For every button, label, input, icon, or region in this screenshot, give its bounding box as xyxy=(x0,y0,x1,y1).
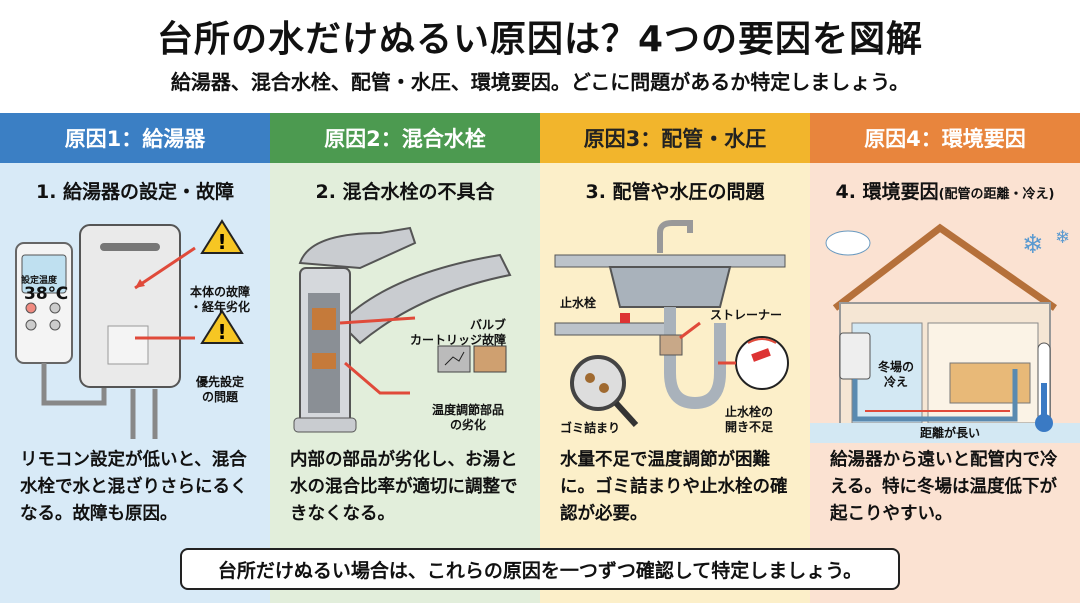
label-valve-not-open: 止水栓の 開き不足 xyxy=(725,405,774,434)
cause-1-header: 原因1：給湯器 xyxy=(0,113,270,163)
label-strainer: ストレーナー xyxy=(710,308,783,322)
water-heater-unit xyxy=(79,224,181,388)
cloud-icon xyxy=(825,230,871,256)
label-priority-setting: 優先設定 の問題 xyxy=(196,375,245,404)
bottom-note: 台所だけぬるい場合は、これらの原因を一つずつ確認して特定しましょう。 xyxy=(180,548,900,590)
cause-4-heading-note: (配管の距離・冷え) xyxy=(938,187,1055,202)
warning-icon xyxy=(200,309,244,344)
cause-4-header: 原因4：環境要因 xyxy=(810,113,1080,163)
faucet-illustration xyxy=(293,226,512,433)
cause-1-description: リモコン設定が低いと、混合水栓で水と混ざりさらにるくなる。故障も原因。 xyxy=(20,450,248,524)
cause-3-piping-pressure: 原因3：配管・水圧 3. 配管や水圧の問題 止水栓 ストレーナー ゴミ詰まり 止… xyxy=(540,113,810,603)
label-temperature-part: 温度調節部品 の劣化 xyxy=(432,403,505,432)
magnifier-icon xyxy=(570,355,626,411)
label-winter-cold: 冬場の 冷え xyxy=(878,360,915,389)
page-title: 台所の水だけぬるい原因は？4つの要因を図解 xyxy=(156,19,924,60)
snowflake-icon: ❄ xyxy=(1022,230,1044,260)
cause-2-description: 内部の部品が劣化し、お湯と水の混合比率が適切に調整できなくなる。 xyxy=(290,450,518,524)
house-illustration: ❄ ❄ xyxy=(810,223,1080,443)
page-subtitle: 給湯器、混合水栓、配管・水圧、環境要因。どこに問題があるか特定しましょう。 xyxy=(170,70,910,94)
cause-3-description: 水量不足で温度調節が困難に。ゴミ詰まりや止水栓の確認が必要。 xyxy=(560,450,788,524)
cause-3-header: 原因3：配管・水圧 xyxy=(540,113,810,163)
cause-2-heading: 2. 混合水栓の不具合 xyxy=(315,181,495,203)
label-unit-failure: 本体の故障 ・経年劣化 xyxy=(190,285,251,314)
label-valve-cartridge: バルブ カートリッジ故障 xyxy=(410,318,507,347)
piping-illustration xyxy=(554,220,789,428)
cause-4-environment: 原因4：環境要因 4. 環境要因(配管の距離・冷え) ❄ ❄ 冬場の 冷え 距離… xyxy=(810,113,1080,603)
svg-text:!: ! xyxy=(217,230,226,254)
cause-1-heading: 1. 給湯器の設定・故障 xyxy=(35,181,235,203)
cause-4-heading: 4. 環境要因(配管の距離・冷え) xyxy=(810,177,1080,204)
remote-temperature: 38℃ xyxy=(24,284,69,304)
label-long-distance: 距離が長い xyxy=(920,426,981,440)
warning-icon xyxy=(200,219,244,254)
cause-1-water-heater: 原因1：給湯器 1. 給湯器の設定・故障 ! ! 設定温度 38℃ 本体の故障 … xyxy=(0,113,270,603)
water-heater-illustration: ! ! xyxy=(15,219,244,439)
cause-2-header: 原因2：混合水栓 xyxy=(270,113,540,163)
cause-2-mixing-faucet: 原因2：混合水栓 2. 混合水栓の不具合 バルブ カートリッジ故障 温度調節部品… xyxy=(270,113,540,603)
cause-4-description: 給湯器から遠いと配管内で冷える。特に冬場は温度低下が起こりやすい。 xyxy=(830,450,1058,524)
water-heater-icon xyxy=(839,332,871,380)
label-stop-valve: 止水栓 xyxy=(560,296,597,310)
svg-text:!: ! xyxy=(217,320,226,344)
remote-title: 設定温度 xyxy=(21,276,58,286)
cause-3-heading: 3. 配管や水圧の問題 xyxy=(585,181,765,203)
snowflake-icon: ❄ xyxy=(1055,227,1070,248)
label-clog: ゴミ詰まり xyxy=(560,421,621,435)
cause-4-heading-text: 4. 環境要因 xyxy=(835,181,939,203)
